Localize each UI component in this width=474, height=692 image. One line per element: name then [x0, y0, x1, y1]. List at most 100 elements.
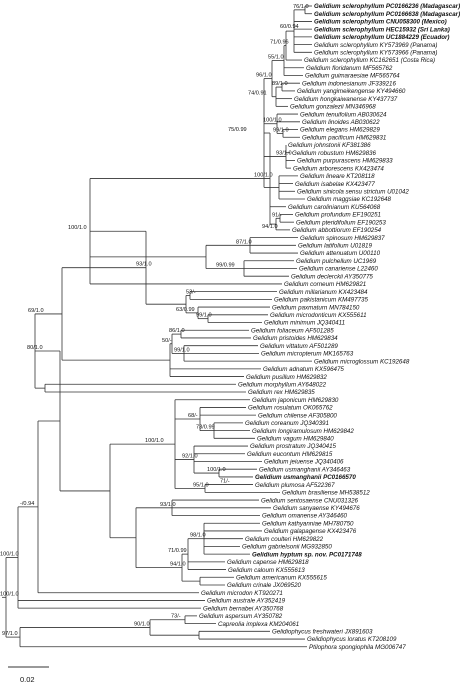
support-value: 93/1.0: [160, 502, 176, 508]
taxon-label: Gelidium sclerophyllum PC0166236 (Madaga…: [314, 3, 460, 10]
taxon-label: Gelidium rex HM629835: [248, 389, 315, 396]
support-value: 90/1.0: [134, 621, 150, 627]
support-value: 96/1.0: [256, 73, 272, 79]
taxon-label: Gelidium rosulatum OK065762: [248, 405, 333, 412]
taxon-label: Gelidium sclerophyllum KY573966 (Panama): [314, 50, 437, 57]
taxon-label: Gelidium japonicum HM629830: [252, 397, 339, 404]
support-value: 53/-: [186, 290, 196, 296]
taxon-label: Gelidium bernabei AY350768: [203, 605, 284, 612]
taxon-label: Gelidium pristoides HM629834: [253, 335, 338, 342]
taxon-label: Gelidium paxmaturn MN784150: [272, 304, 360, 311]
taxon-label: Gelidium isabelae KX423477: [295, 181, 375, 188]
taxon-label: Gelidium linoides AB030622: [302, 119, 380, 126]
taxon-label: Gelidium pusillum HM629832: [246, 374, 327, 381]
taxon-label: Gelidium sclerophyllum KY573969 (Panama): [314, 42, 437, 49]
taxon-label: Gelidium gabrielsonii MG932850: [242, 544, 332, 551]
taxon-label: Gelidium usmanghanii PC0166570: [255, 474, 356, 481]
tree-branches: [2, 5, 312, 648]
taxon-label: Gelidium guimaraesiae MF565764: [305, 73, 400, 80]
taxon-label: Gelidium attenuatum U00110: [300, 250, 381, 257]
support-value: 93/1.0: [276, 151, 292, 157]
taxon-label: Gelidium canariense L22460: [299, 266, 378, 273]
taxon-label: Gelidium sinicola sensu strictum U01042: [297, 188, 409, 195]
support-value: 50/-: [162, 338, 172, 344]
support-value: 100/1.0: [263, 118, 282, 124]
support-value: 75/0.99: [228, 127, 247, 133]
support-value: 60/0.94: [280, 24, 299, 30]
taxon-label: Gelidium foliaceum AF501285: [251, 327, 334, 334]
support-value: 99/1.0: [174, 347, 190, 353]
taxon-label: Gelidium sclerophyllum CNU058300 (Mexico…: [314, 19, 447, 26]
support-value: 100/1.0: [68, 225, 87, 231]
taxon-label: Gelidium vagum HM629840: [257, 436, 334, 443]
support-value: 100/1.0: [207, 467, 226, 473]
support-value: 99/1.0: [273, 127, 289, 133]
support-value: 95/1.0: [193, 483, 209, 489]
support-value: 89/1.0: [272, 81, 288, 87]
taxon-label: Gelidium chilense AF305800: [258, 412, 337, 419]
support-value: 73/0.99: [196, 425, 215, 431]
taxon-label: Gelidium sanyaense KY494676: [273, 505, 360, 512]
support-value: 69/1.0: [28, 308, 44, 314]
taxon-label: Gelidium omanense AY346460: [262, 513, 348, 520]
taxon-label: Ptilophora spongiophila MG006747: [309, 644, 406, 651]
taxon-label: Gelidiophycus freshwateri JX891603: [272, 629, 373, 636]
support-value: 73/-: [171, 614, 181, 620]
support-value: 97/1.0: [2, 631, 18, 637]
taxon-label: Capreolia implexa KM204061: [218, 621, 299, 628]
support-value: 100/1.0: [254, 173, 273, 179]
taxon-label: Gelidium galapagense KX423476: [264, 528, 357, 535]
support-value: 74/0.91: [248, 91, 267, 97]
taxon-label: Gelidium morphyllum AY648022: [238, 381, 327, 388]
taxon-label: Gelidium yangimeikengense KY494660: [297, 88, 406, 95]
taxon-label: Gelidium hongkaiwanense KY437737: [294, 96, 398, 103]
taxon-label: Gelidium microglossum KC192648: [314, 358, 410, 365]
support-value: 100/1.0: [145, 438, 164, 444]
support-value: 55/1.0: [268, 55, 284, 61]
taxon-label: Gelidium usmanghanii AY346463: [259, 466, 351, 473]
taxon-label: Gelidium microdon KT920271: [201, 590, 283, 597]
taxon-labels: Gelidium sclerophyllum PC0166236 (Madaga…: [199, 3, 460, 651]
support-value: 99/1.0: [196, 313, 212, 319]
support-value: 71/0.96: [270, 40, 289, 46]
taxon-label: Gelidium coulteri HM629822: [245, 536, 324, 543]
support-value: 94/1.0: [262, 224, 278, 230]
taxon-label: Gelidium aspersum AY350782: [199, 613, 283, 620]
taxon-label: Gelidium corneum HM629821: [284, 281, 366, 288]
support-value: 99/0.99: [216, 262, 235, 268]
taxon-label: Gelidium pulchellum UC1969: [296, 258, 377, 265]
taxon-label: Gelidium vittatum AF501289: [260, 343, 338, 350]
taxon-label: Gelidium capense HM629818: [227, 559, 309, 566]
taxon-label: Gelidium plumosa AF522367: [255, 482, 335, 489]
taxon-label: Gelidium prostratum JQ340415: [250, 443, 337, 450]
taxon-label: Gelidium floridanum MF565762: [306, 65, 393, 72]
taxon-label: Gelidium sclerophyllum PC0166638 (Madaga…: [314, 11, 460, 18]
taxon-label: Gelidium robustum HM629836: [292, 150, 376, 157]
taxon-label: Gelidium pacificum HM629831: [302, 134, 386, 141]
taxon-label: Gelidium adnatum KX596475: [263, 366, 344, 373]
support-value: 91/-: [272, 212, 282, 218]
taxon-label: Gelidium longiramulosum HM629842: [252, 428, 354, 435]
taxon-label: Gelidium coreanum JQ340391: [245, 420, 329, 427]
support-value: 80/1.0: [27, 345, 43, 351]
support-value: 68/-: [188, 413, 198, 419]
support-value: 63/0.99: [176, 307, 195, 313]
taxon-label: Gelidium pakistanicum KM497735: [274, 297, 368, 304]
taxon-label: Gelidium australe AY352419: [207, 598, 286, 605]
support-value: 71/-: [220, 479, 230, 485]
taxon-label: Gelidium elegans HM629829: [300, 127, 380, 134]
taxon-label: Gelidium kathyanniae MH780750: [262, 520, 354, 527]
taxon-label: Gelidiophycus loratus KT208109: [307, 636, 397, 643]
taxon-label: Gelidium declerckii AY350775: [291, 273, 373, 280]
taxon-label: Gelidium sclerophyllum KC162651 (Costa R…: [304, 57, 435, 64]
taxon-label: Gelidium jeiuense JQ340406: [264, 459, 344, 466]
taxon-label: Gelidium americanum KX555615: [236, 574, 327, 581]
taxon-label: Gelidium tenuifolium AB030624: [300, 111, 387, 118]
support-value: 76/1.0: [293, 4, 309, 10]
taxon-label: Gelidium latifolium U01819: [298, 243, 373, 250]
support-value: 86/1.0: [169, 328, 185, 334]
taxon-label: Gelidium profundum EF190251: [295, 212, 381, 219]
taxon-label: Gelidium eucontum HM629815: [247, 451, 333, 458]
taxon-label: Gelidium arborescens KX423474: [293, 165, 384, 172]
